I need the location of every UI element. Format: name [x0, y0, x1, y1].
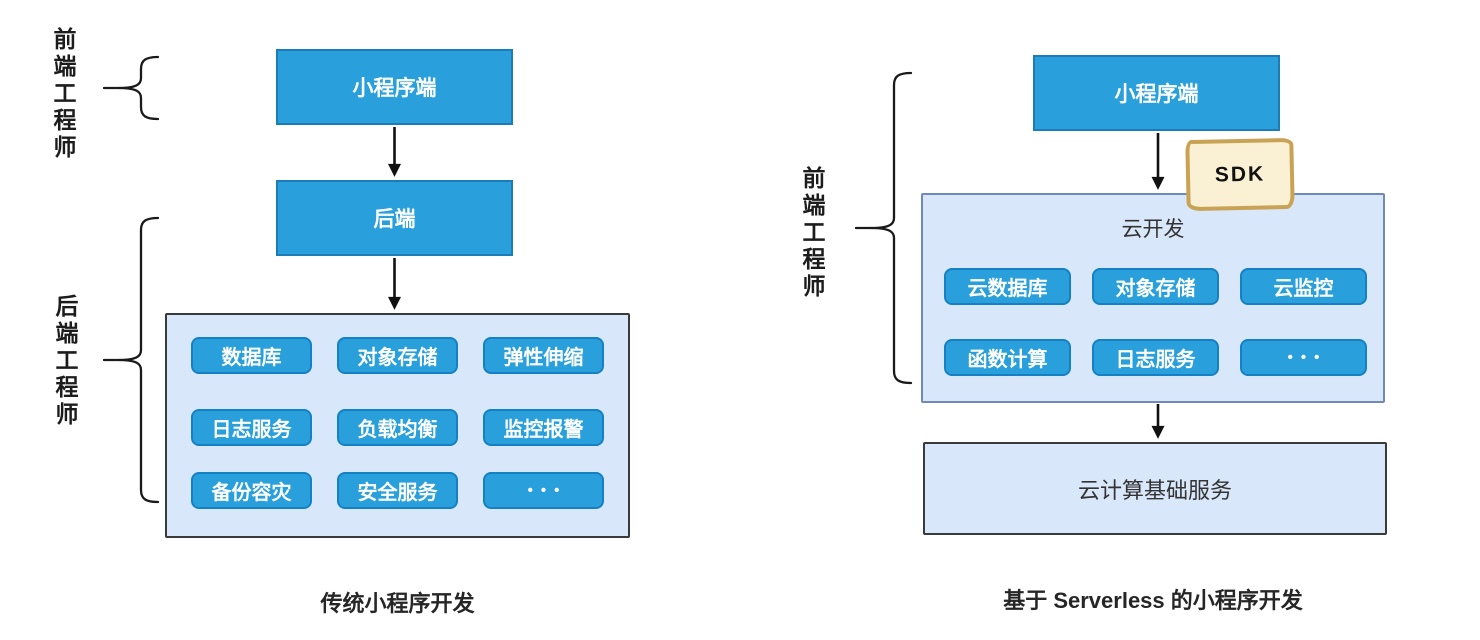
service-chip: 日志服务 [1092, 339, 1219, 376]
service-chip-label: 对象存储 [357, 347, 438, 369]
service-chip-label: 云数据库 [967, 278, 1048, 300]
sdk-badge: SDK [1185, 137, 1295, 212]
service-chip: 对象存储 [337, 337, 458, 374]
service-chip-label: 日志服务 [1115, 349, 1196, 371]
service-chip: 云数据库 [944, 268, 1071, 305]
service-chip: 函数计算 [944, 339, 1071, 376]
front-engineer-label-left: 前端工程师 [50, 27, 76, 162]
service-chip-label: 安全服务 [357, 482, 438, 504]
cloud-base-services-box: 云计算基础服务 [923, 442, 1387, 535]
service-chip-label: 对象存储 [1115, 278, 1196, 300]
brace-front-engineer-right [869, 71, 913, 385]
service-chip: 对象存储 [1092, 268, 1219, 305]
backend-services-row-3: 备份容灾 安全服务 ••• [167, 472, 628, 509]
caption-traditional: 传统小程序开发 [320, 591, 475, 616]
service-chip-label: 弹性伸缩 [503, 347, 584, 369]
service-chip-label: 云监控 [1273, 278, 1334, 300]
service-chip-label: 函数计算 [967, 349, 1048, 371]
backend-services-row-1: 数据库 对象存储 弹性伸缩 [167, 337, 628, 374]
miniprogram-client-label-left: 小程序端 [352, 77, 437, 100]
backend-label: 后端 [373, 208, 416, 231]
cloud-dev-title: 云开发 [1121, 218, 1185, 241]
service-chip: 备份容灾 [191, 472, 312, 509]
back-engineer-label-left: 后端工程师 [52, 294, 78, 429]
cloud-services-row-1: 云数据库 对象存储 云监控 [923, 268, 1383, 305]
service-chip-label: ••• [1287, 349, 1328, 366]
miniprogram-client-box-right: 小程序端 [1033, 55, 1280, 131]
service-chip: 负载均衡 [337, 409, 458, 446]
service-chip-label: 日志服务 [211, 419, 292, 441]
service-chip: 弹性伸缩 [483, 337, 604, 374]
service-chip-label: 监控报警 [503, 419, 584, 441]
cloud-services-row-2: 函数计算 日志服务 ••• [923, 339, 1383, 376]
miniprogram-client-box-left: 小程序端 [276, 49, 513, 125]
service-chip: 数据库 [191, 337, 312, 374]
cloud-dev-panel: 云开发 云数据库 对象存储 云监控 函数计算 日志服务 ••• [921, 193, 1385, 403]
service-chip-label: ••• [527, 482, 568, 499]
service-chip: 日志服务 [191, 409, 312, 446]
service-chip: ••• [1240, 339, 1367, 376]
caption-serverless: 基于 Serverless 的小程序开发 [1003, 588, 1303, 613]
service-chip: 云监控 [1240, 268, 1367, 305]
sdk-badge-label: SDK [1214, 161, 1266, 187]
cloud-base-services-label: 云计算基础服务 [1077, 477, 1232, 503]
backend-services-row-2: 日志服务 负载均衡 监控报警 [167, 409, 628, 446]
backend-services-panel: 数据库 对象存储 弹性伸缩 日志服务 负载均衡 监控报警 备份容灾 安全服务 ••• [165, 313, 630, 538]
brace-front-engineer-left [117, 55, 160, 121]
service-chip-label: 备份容灾 [211, 482, 292, 504]
brace-back-engineer-left [117, 216, 160, 504]
miniprogram-client-label-right: 小程序端 [1114, 83, 1199, 106]
front-engineer-label-right: 前端工程师 [799, 166, 825, 301]
service-chip-label: 负载均衡 [357, 419, 438, 441]
service-chip-label: 数据库 [221, 347, 282, 369]
service-chip: ••• [483, 472, 604, 509]
backend-box: 后端 [276, 180, 513, 256]
service-chip: 监控报警 [483, 409, 604, 446]
service-chip: 安全服务 [337, 472, 458, 509]
